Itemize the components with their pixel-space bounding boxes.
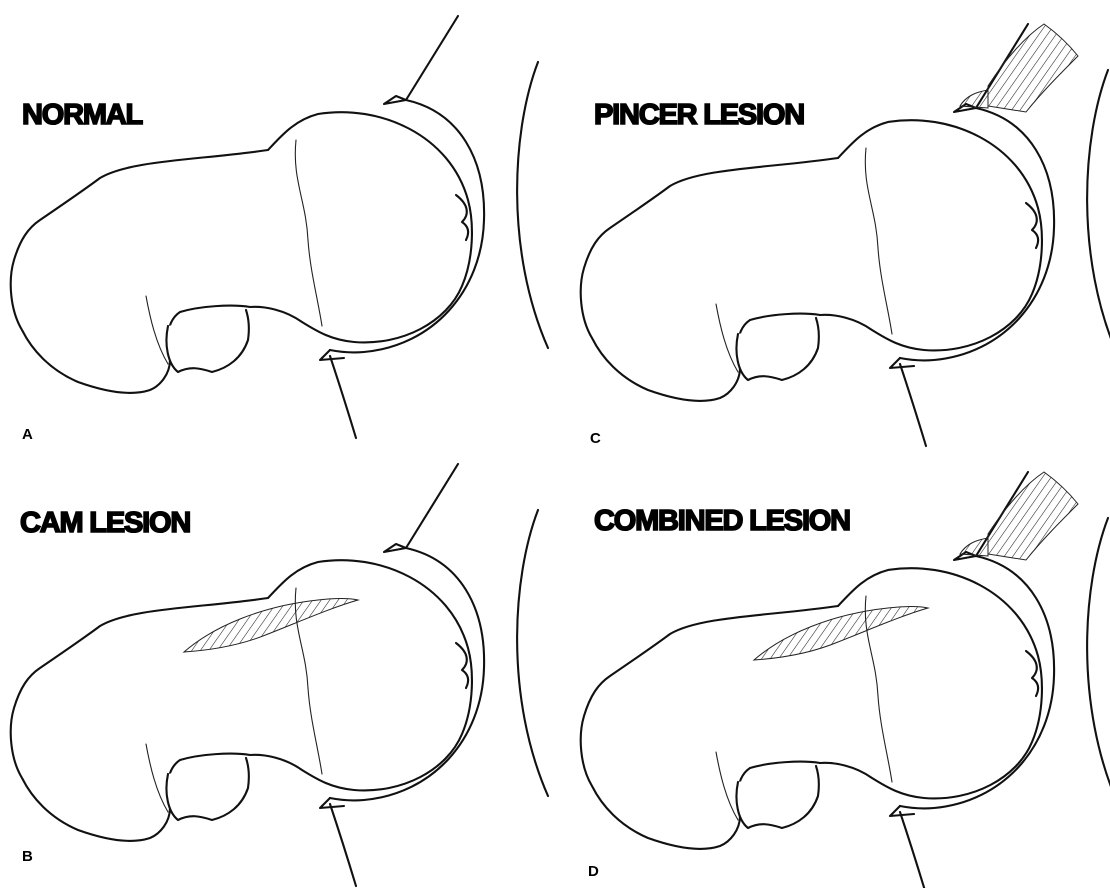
- panel-title-pincer: PINCER LESION: [594, 99, 804, 131]
- panel-pincer: PINCER LESION C: [581, 24, 1110, 447]
- panel-normal: NORMAL A: [11, 16, 548, 443]
- panel-letter-b: B: [22, 848, 33, 865]
- panel-letter-c: C: [590, 430, 601, 447]
- panel-letter-d: D: [588, 863, 599, 880]
- panel-title-cam: CAM LESION: [20, 507, 190, 539]
- panel-title-normal: NORMAL: [22, 99, 143, 131]
- panel-title-combined: COMBINED LESION: [594, 505, 850, 537]
- panel-letter-a: A: [22, 426, 33, 443]
- panel-combined: COMBINED LESION D: [581, 472, 1110, 888]
- panel-cam: CAM LESION B: [11, 464, 548, 886]
